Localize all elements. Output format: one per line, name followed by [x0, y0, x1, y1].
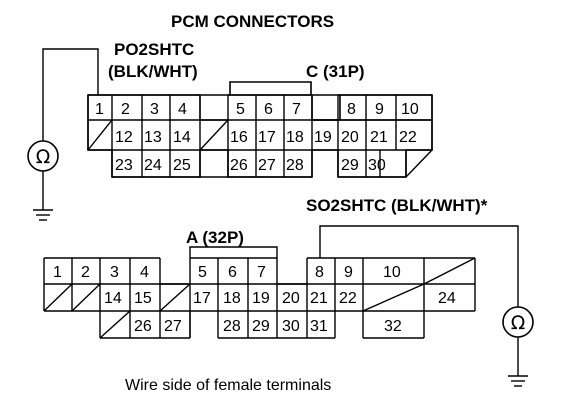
pin-label: 3 — [110, 264, 119, 281]
pin-label: 6 — [264, 101, 273, 118]
pin-label: 25 — [173, 157, 191, 174]
pin-label: 27 — [164, 318, 182, 335]
pin-label: 7 — [257, 264, 266, 281]
pin-label: 4 — [140, 264, 149, 281]
pin-label: 20 — [341, 129, 359, 146]
pin-label: 8 — [315, 264, 324, 281]
connector-a-cells — [43, 246, 476, 339]
ohmmeter-2-icon — [502, 306, 534, 338]
pin-label: 17 — [193, 290, 211, 307]
pin-label: 24 — [144, 157, 162, 174]
pin-label: 12 — [115, 129, 133, 146]
ohm-symbol-1: Ω — [36, 146, 51, 168]
pin-label: 4 — [178, 101, 187, 118]
pin-label: 16 — [230, 129, 248, 146]
pin-label: 28 — [286, 157, 304, 174]
pin-label: 8 — [347, 101, 356, 118]
empty-cavity — [199, 119, 229, 151]
pin-label: 22 — [339, 290, 357, 307]
pin-label: 30 — [282, 318, 300, 335]
pin-label: 18 — [286, 129, 304, 146]
pin-label: 26 — [134, 318, 152, 335]
empty-cavity — [87, 119, 113, 151]
footnote: Wire side of female terminals — [125, 377, 331, 394]
connector-a-label: A (32P) — [186, 228, 244, 247]
empty-cavity — [423, 257, 476, 285]
connector-c-key — [229, 81, 312, 95]
empty-cavity — [405, 149, 433, 178]
pin-label: 17 — [258, 129, 276, 146]
pin-label: 31 — [310, 318, 328, 335]
pin-label: 23 — [115, 157, 133, 174]
meter-1-wiring — [33, 48, 99, 221]
empty-cavity — [362, 283, 425, 312]
pin-label: 10 — [383, 264, 401, 281]
empty-cavity — [43, 283, 73, 312]
pin-label: 9 — [344, 264, 353, 281]
pin-label: 1 — [95, 101, 104, 118]
connector-c-signal-name: PO2SHTC — [114, 40, 194, 59]
pin-label: 1 — [53, 264, 62, 281]
empty-cavity — [159, 283, 191, 312]
ohmmeter-1-icon — [27, 140, 59, 172]
pin-label: 21 — [370, 129, 388, 146]
pin-label: 5 — [236, 101, 245, 118]
pin-label: 29 — [252, 318, 270, 335]
pin-label: 6 — [228, 264, 237, 281]
pin-label: 27 — [258, 157, 276, 174]
connector-a-key — [189, 246, 278, 258]
connector-c-cells — [87, 94, 433, 178]
pin-label: 14 — [104, 290, 122, 307]
pin-label: 15 — [134, 290, 152, 307]
pin-label: 30 — [368, 157, 386, 174]
pin-label: 18 — [223, 290, 241, 307]
pin-label: 2 — [121, 101, 130, 118]
pin-label: 21 — [310, 290, 328, 307]
pin-label: 5 — [198, 264, 207, 281]
empty-cavity — [99, 310, 131, 339]
pin-label: 7 — [292, 101, 301, 118]
connector-c-label: C (31P) — [306, 62, 365, 81]
pin-label: 14 — [173, 129, 191, 146]
pin-label: 29 — [341, 157, 359, 174]
meter-2-wiring — [319, 225, 528, 387]
connector-a-signal-name: SO2SHTC (BLK/WHT)* — [306, 196, 488, 215]
pin-label: 10 — [401, 101, 419, 118]
pin-label: 20 — [282, 290, 300, 307]
pin-label: 3 — [150, 101, 159, 118]
empty-cavity — [71, 283, 101, 312]
pin-label: 13 — [144, 129, 162, 146]
pin-label: 32 — [384, 318, 402, 335]
pin-label: 9 — [375, 101, 384, 118]
pin-label: 19 — [252, 290, 270, 307]
pin-label: 19 — [314, 129, 332, 146]
pin-label: 24 — [438, 290, 456, 307]
diagram-title: PCM CONNECTORS — [171, 12, 334, 31]
pin-label: 26 — [230, 157, 248, 174]
connector-c-pin-labels: 1 2 3 4 5 6 7 8 9 10 12 13 14 16 17 18 1… — [95, 101, 419, 174]
pin-label: 28 — [223, 318, 241, 335]
connector-c-wire-color: (BLK/WHT) — [108, 62, 198, 81]
ohm-symbol-2: Ω — [511, 312, 526, 334]
pin-label: 2 — [81, 264, 90, 281]
pin-label: 22 — [399, 129, 417, 146]
connector-a-pin-labels: 1 2 3 4 5 6 7 8 9 10 14 15 17 18 19 20 2… — [53, 264, 456, 335]
